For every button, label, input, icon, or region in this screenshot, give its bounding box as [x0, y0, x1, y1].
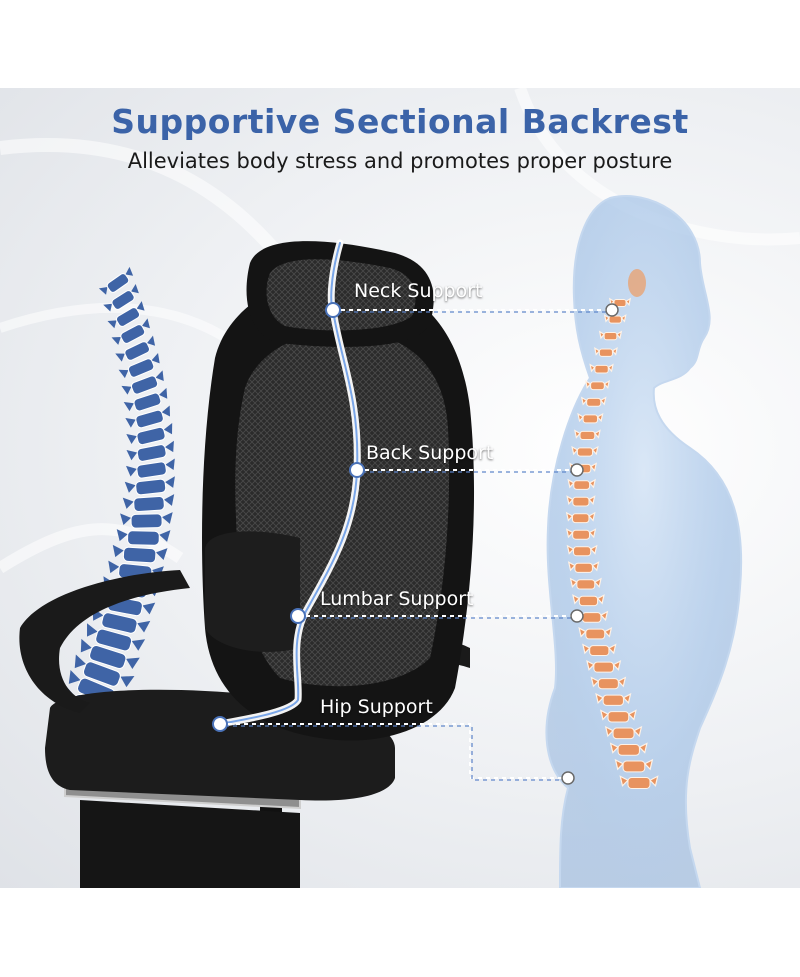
vertebra: [589, 363, 614, 374]
vertebra: [608, 297, 632, 307]
vertebra: [586, 659, 622, 673]
product-banner: Supportive Sectional Backrest Alleviates…: [0, 88, 800, 888]
vertebra: [126, 440, 174, 462]
vertebra: [595, 692, 632, 706]
lumbar-pad: [205, 531, 300, 652]
body-markers: [561, 303, 619, 785]
vertebra: [578, 627, 613, 640]
body-neck-dot: [605, 303, 619, 317]
callout-neck-support: Neck Support: [354, 280, 483, 302]
body-spine: [565, 297, 659, 789]
vertebra: [98, 266, 134, 295]
vertebra: [609, 742, 648, 756]
vertebra: [567, 478, 596, 490]
chair-markers: [212, 302, 365, 732]
vertebra: [603, 314, 627, 324]
vertebra: [107, 301, 145, 329]
vertebra: [584, 379, 610, 391]
vertebra: [565, 511, 596, 524]
lumbar-marker-dot: [290, 608, 306, 624]
hip-leader-line: [220, 723, 568, 779]
vertebra: [590, 676, 627, 690]
vertebra: [103, 283, 139, 312]
vertebra: [121, 370, 164, 395]
vertebra: [593, 347, 618, 357]
vertebra: [112, 544, 168, 564]
vertebra: [598, 330, 623, 341]
vertebra: [80, 638, 140, 670]
vertebra: [574, 429, 601, 440]
ear-icon: [628, 269, 646, 297]
vertebra: [126, 423, 173, 446]
vertebra: [580, 396, 607, 407]
vertebra: [87, 623, 146, 652]
vertebra: [74, 654, 135, 688]
page-subtitle: Alleviates body stress and promotes prop…: [127, 149, 673, 173]
vertebra: [123, 387, 168, 412]
back-marker-dot: [349, 462, 365, 478]
vertebra: [122, 494, 175, 512]
vertebra: [565, 528, 597, 540]
vertebra: [116, 529, 171, 546]
vertebra: [571, 445, 599, 457]
body-back-dot: [570, 463, 584, 477]
vertebra: [567, 561, 600, 573]
vertebra: [599, 709, 637, 723]
office-chair: [19, 241, 475, 888]
vertebra: [124, 476, 175, 496]
spine-graphic: [63, 266, 175, 724]
vertebra: [118, 353, 160, 379]
callout-hip-support: Hip Support: [320, 696, 433, 718]
vertebra: [115, 335, 156, 362]
footrest-pad: [80, 800, 300, 888]
vertebra: [120, 512, 173, 529]
vertebra: [614, 758, 654, 773]
body-hip-dot: [561, 771, 575, 785]
callout-lumbar-support: Lumbar Support: [320, 588, 474, 610]
vertebra: [572, 594, 605, 607]
leader-lines: [220, 309, 612, 779]
vertebra: [566, 495, 596, 507]
page-title: Supportive Sectional Backrest: [111, 102, 689, 141]
illustration: [0, 88, 800, 888]
vertebra: [569, 577, 602, 590]
vertebra: [125, 405, 171, 429]
callout-back-support: Back Support: [366, 442, 494, 464]
vertebra: [604, 725, 643, 740]
vertebra: [577, 412, 604, 424]
vertebra: [126, 458, 175, 479]
body-lumbar-dot: [570, 609, 584, 623]
vertebra: [566, 544, 598, 557]
vertebra: [582, 643, 617, 657]
vertebra: [619, 775, 659, 789]
left-armrest: [19, 570, 191, 713]
hip-marker-dot: [212, 716, 228, 732]
vertebra: [111, 318, 150, 345]
neck-marker-dot: [325, 302, 341, 318]
